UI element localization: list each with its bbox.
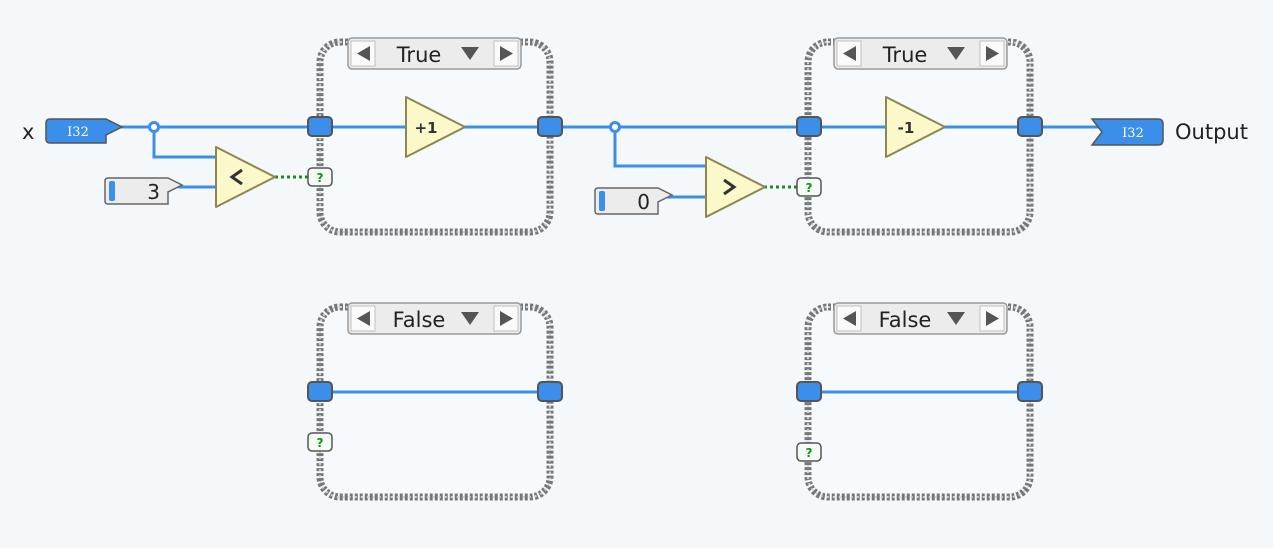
input-control[interactable]: I32 xyxy=(45,118,124,144)
increment-arrow-icon[interactable] xyxy=(986,46,999,61)
input-label: x xyxy=(22,120,34,144)
output-indicator[interactable]: I32 xyxy=(1090,118,1164,146)
output-tunnel[interactable] xyxy=(1017,381,1043,402)
wire-junction xyxy=(609,121,621,133)
dropdown-arrow-icon[interactable] xyxy=(947,312,965,325)
input-tunnel[interactable] xyxy=(796,116,822,137)
decrement-node[interactable]: -1 xyxy=(885,96,946,158)
dropdown-arrow-icon[interactable] xyxy=(947,47,965,60)
input-tunnel[interactable] xyxy=(307,116,333,137)
input-type-label: I32 xyxy=(67,125,89,140)
dropdown-arrow-icon[interactable] xyxy=(461,312,479,325)
dropdown-arrow-icon[interactable] xyxy=(461,47,479,60)
case-selector-label: False xyxy=(879,308,932,332)
greater-than-icon xyxy=(723,178,737,196)
selector-terminal-label: ? xyxy=(317,171,324,185)
selector-terminal[interactable]: ? xyxy=(796,442,822,462)
wire-junction xyxy=(148,121,160,133)
case-structure-false-1[interactable] xyxy=(316,303,554,501)
input-tunnel[interactable] xyxy=(307,381,333,402)
selector-terminal-label: ? xyxy=(317,436,324,450)
selector-terminal-label: ? xyxy=(806,181,813,195)
case-selector-label: True xyxy=(882,43,928,67)
selector-terminal[interactable]: ? xyxy=(796,177,822,197)
case-selector-label: False xyxy=(393,308,446,332)
case-selector-1[interactable]: True xyxy=(347,37,522,70)
selector-terminal[interactable]: ? xyxy=(307,167,333,187)
boolean-wires xyxy=(275,175,800,189)
selector-terminal-label: ? xyxy=(806,446,813,460)
case-structure-false-2[interactable] xyxy=(804,303,1034,501)
decrement-arrow-icon[interactable] xyxy=(843,46,856,61)
increment-arrow-icon[interactable] xyxy=(986,311,999,326)
decrement-arrow-icon[interactable] xyxy=(357,311,370,326)
constant-3-value: 3 xyxy=(147,180,160,204)
case-selector-label: True xyxy=(396,43,442,67)
output-tunnel[interactable] xyxy=(537,381,563,402)
case-selector-4[interactable]: False xyxy=(833,302,1008,335)
decrement-arrow-icon[interactable] xyxy=(357,46,370,61)
less-than-node[interactable] xyxy=(215,146,276,208)
selector-terminal[interactable]: ? xyxy=(307,432,333,452)
greater-than-node[interactable] xyxy=(705,156,766,218)
decrement-node-label: -1 xyxy=(898,119,915,137)
wires xyxy=(120,125,1100,394)
output-label: Output xyxy=(1175,120,1248,144)
tunnels xyxy=(307,116,1043,402)
increment-node[interactable]: +1 xyxy=(405,96,466,158)
decrement-arrow-icon[interactable] xyxy=(843,311,856,326)
constant-0[interactable]: 0 xyxy=(594,187,674,215)
wire-to-greater[interactable] xyxy=(613,127,712,168)
output-tunnel[interactable] xyxy=(537,116,563,137)
constant-0-value: 0 xyxy=(637,190,650,214)
case-selector-2[interactable]: True xyxy=(833,37,1008,70)
constant-3[interactable]: 3 xyxy=(104,177,184,205)
wire-x-to-less[interactable] xyxy=(152,127,225,159)
increment-arrow-icon[interactable] xyxy=(500,46,513,61)
output-tunnel[interactable] xyxy=(1017,116,1043,137)
less-than-icon xyxy=(229,168,243,186)
case-selector-3[interactable]: False xyxy=(347,302,522,335)
increment-arrow-icon[interactable] xyxy=(500,311,513,326)
input-tunnel[interactable] xyxy=(796,381,822,402)
increment-node-label: +1 xyxy=(414,119,437,137)
output-type-label: I32 xyxy=(1122,126,1144,141)
